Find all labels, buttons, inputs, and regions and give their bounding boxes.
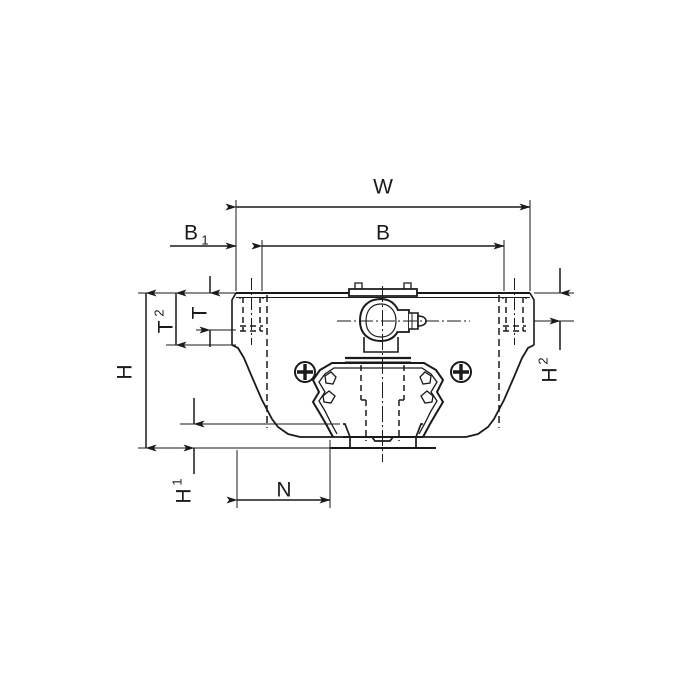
dimension-label-H1: H 1 [169,478,195,503]
grease-nipple [337,282,470,353]
rail-profile [311,286,445,462]
hole-centreline [251,278,515,345]
dimension-label-B1-base: B [184,222,198,245]
dimension-label-T2-sub: 2 [151,309,166,316]
dimension-label-H1-sub: 1 [169,478,184,485]
dimension-label-B1: B 1 [184,222,209,248]
dimension-T [196,276,236,347]
rail-bolt-hole [360,365,405,441]
dimension-H1 [180,398,340,474]
dimension-label-T2-base: T [155,320,178,333]
dimension-label-T: T [189,306,212,319]
dimension-label-H2-base: H [539,367,562,382]
dimension-label-B1-sub: 1 [201,232,208,247]
dimension-H2 [534,268,574,350]
dimension-T2 [166,289,236,349]
carriage-body [231,278,535,438]
dimension-label-B: B [376,222,390,245]
dimension-label-W: W [373,176,393,199]
phillips-screw-head-right [450,361,472,383]
dimension-N [226,440,331,508]
dimension-label-H2: H 2 [535,357,561,382]
dimension-label-N: N [276,479,291,502]
dimension-labels: W B B 1 H H 1 H 2 T T 2 N [114,176,562,504]
dimension-label-H2-sub: 2 [535,357,550,364]
dimension-B [251,240,505,291]
dimension-lines [138,200,574,508]
dimension-label-H1-base: H [173,488,196,503]
phillips-screw-head-left [294,361,316,383]
dimension-label-H: H [114,364,137,379]
dimension-label-T2: T 2 [151,309,177,333]
